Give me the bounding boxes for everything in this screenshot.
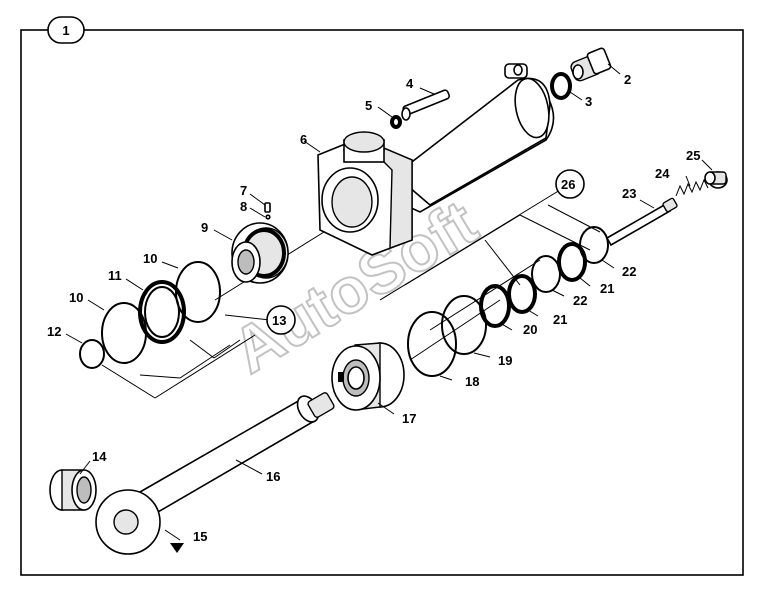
part-12-ring bbox=[65, 333, 105, 369]
callout-10-upper: 10 bbox=[143, 251, 157, 266]
part-4-pin bbox=[401, 87, 451, 121]
callout-13: 13 bbox=[272, 313, 286, 328]
part-2-fitting bbox=[570, 47, 621, 82]
part-7-8-small-pins bbox=[249, 193, 271, 220]
callout-15: 15 bbox=[193, 529, 207, 544]
callout-labels: 2 3 4 5 6 7 8 9 10 10 11 12 13 14 15 16 … bbox=[47, 72, 700, 544]
part-6-cylinder-barrel bbox=[303, 63, 555, 256]
callout-7: 7 bbox=[240, 183, 247, 198]
part-13-kit-marker bbox=[266, 305, 296, 335]
callout-3: 3 bbox=[585, 94, 592, 109]
callout-6: 6 bbox=[300, 132, 307, 147]
part-23-valve-stem bbox=[605, 197, 678, 247]
part-25-cap bbox=[701, 159, 728, 189]
callout-24: 24 bbox=[655, 166, 670, 181]
callout-21-upper: 21 bbox=[600, 281, 614, 296]
callout-16: 16 bbox=[266, 469, 280, 484]
callout-22-upper: 22 bbox=[622, 264, 636, 279]
part-18-ring bbox=[407, 311, 457, 381]
callout-9: 9 bbox=[201, 220, 208, 235]
callout-4: 4 bbox=[406, 76, 414, 91]
diagram-frame bbox=[20, 29, 744, 576]
callout-5: 5 bbox=[365, 98, 372, 113]
figure-number: 1 bbox=[62, 23, 69, 38]
callout-25: 25 bbox=[686, 148, 700, 163]
part-16-piston-rod bbox=[95, 392, 335, 555]
callout-21-lower: 21 bbox=[553, 312, 567, 327]
part-19-ring bbox=[441, 295, 491, 358]
part-11-ring bbox=[125, 278, 186, 344]
part-15-marker bbox=[170, 543, 184, 553]
callout-26: 26 bbox=[561, 177, 575, 192]
part-5-ring bbox=[377, 106, 402, 129]
part-10-ring-upper bbox=[161, 261, 221, 323]
callout-10-lower: 10 bbox=[69, 290, 83, 305]
callout-17: 17 bbox=[402, 411, 416, 426]
part-17-gland bbox=[331, 342, 405, 415]
part-14-bushing bbox=[49, 460, 97, 511]
part-20-ring bbox=[479, 284, 513, 331]
callout-20: 20 bbox=[523, 322, 537, 337]
figure-number-badge: 1 bbox=[47, 16, 85, 44]
callout-23: 23 bbox=[622, 186, 636, 201]
callout-22-lower: 22 bbox=[573, 293, 587, 308]
part-21-ring-upper bbox=[557, 242, 591, 287]
part-21-ring-lower bbox=[507, 274, 539, 317]
part-3-o-ring bbox=[550, 72, 583, 101]
callout-14: 14 bbox=[92, 449, 107, 464]
part-24-spring bbox=[675, 175, 709, 197]
part-10-ring-lower bbox=[87, 299, 147, 364]
callout-12: 12 bbox=[47, 324, 61, 339]
callout-11: 11 bbox=[108, 268, 122, 283]
assembly-lines bbox=[101, 189, 601, 541]
part-22-ring-upper bbox=[579, 226, 615, 269]
callout-2: 2 bbox=[624, 72, 631, 87]
callout-19: 19 bbox=[498, 353, 512, 368]
callout-18: 18 bbox=[465, 374, 479, 389]
callout-8: 8 bbox=[240, 199, 247, 214]
part-9-piston bbox=[213, 222, 289, 284]
part-26-kit-marker bbox=[555, 169, 585, 199]
